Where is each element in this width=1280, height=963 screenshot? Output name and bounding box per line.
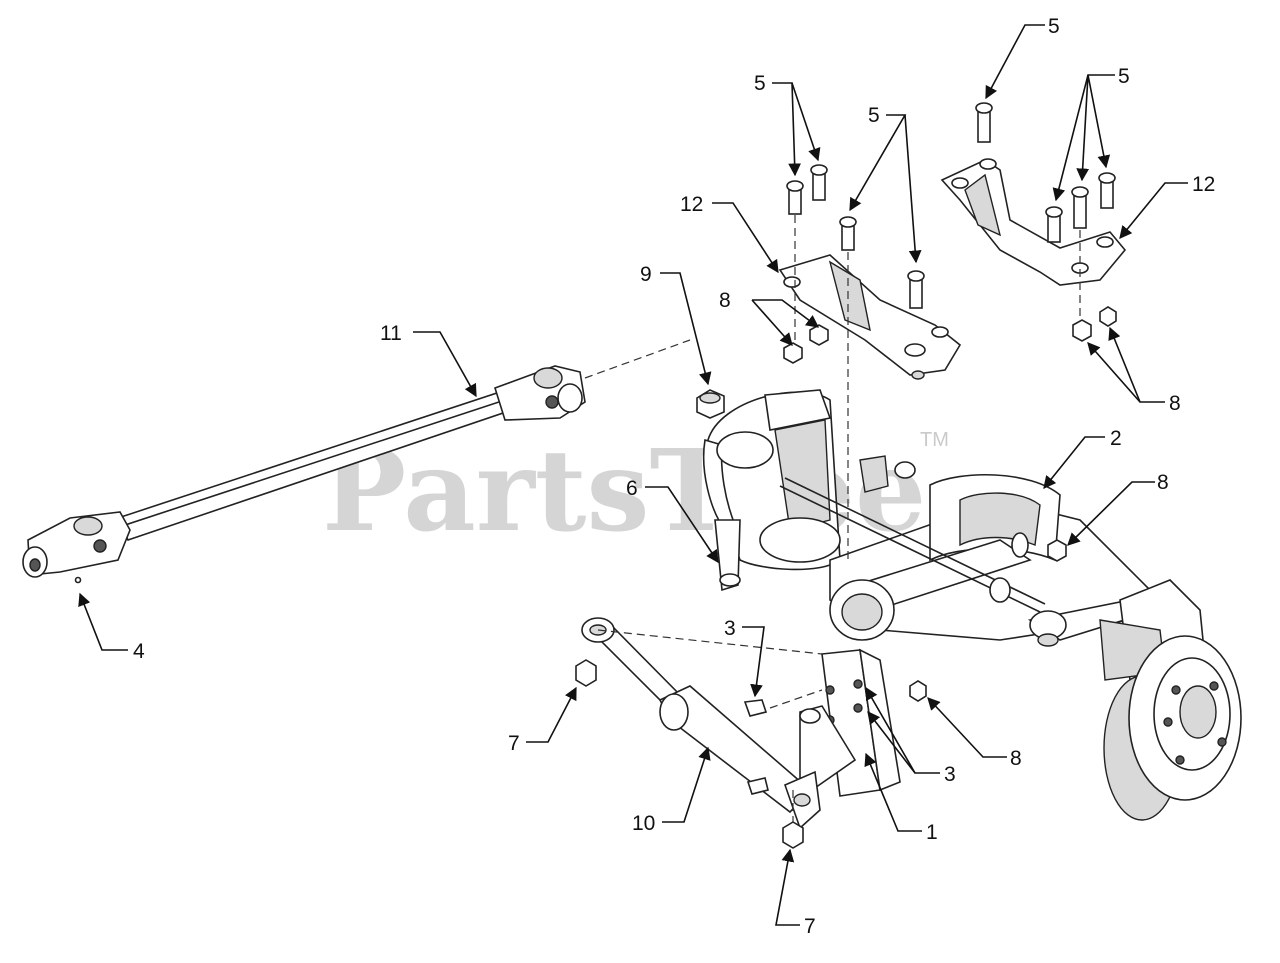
bolt [975,102,993,143]
steering-arm [799,705,857,792]
bolt [1071,186,1089,229]
upper-u-joint [494,365,586,421]
upper-bracket-right [940,158,1127,286]
callout-7-left: 7 [508,732,520,755]
nuts-8 [783,306,1117,702]
callout-8-right: 8 [1169,392,1181,415]
nut-9 [696,389,725,419]
bolt [839,216,857,251]
callout-10: 10 [632,812,655,835]
callout-1: 1 [926,821,938,844]
callout-12-right: 12 [1192,173,1215,196]
bolts-3 [743,699,769,795]
callout-2: 2 [1110,427,1122,450]
wheel-hub [1099,579,1242,821]
callout-6: 6 [626,477,638,500]
pitman-arm [714,519,741,592]
callout-4: 4 [133,640,145,663]
callout-5-right: 5 [1118,65,1130,88]
tie-rod [581,617,821,830]
bolt [907,270,925,309]
nuts-7 [575,659,804,849]
steering-gear-housing [702,389,841,571]
leader-lines [78,24,1188,926]
callout-12-left: 12 [680,193,703,216]
callout-8-lower: 8 [1010,747,1022,770]
bolt [810,164,828,201]
bolt [1098,172,1116,209]
callout-9: 9 [640,263,652,286]
callout-5-middle: 5 [868,104,880,127]
callout-8-axle: 8 [1157,471,1169,494]
callout-7-bottom: 7 [804,915,816,938]
upper-bracket-left [778,254,962,380]
callout-11: 11 [380,322,402,345]
callout-3-upper: 3 [724,617,736,640]
callout-3-lower: 3 [944,763,956,786]
watermark-tm: TM [920,429,949,451]
bolt [786,180,804,215]
callout-5-top-left: 5 [754,72,766,95]
callout-labels: 11 4 9 6 12 8 5 5 5 5 12 8 2 8 3 3 8 1 7… [133,15,1215,938]
callout-5-top-right: 5 [1048,15,1060,38]
callout-8-left: 8 [719,289,731,312]
lower-u-joint [22,511,131,584]
bolts-5 [786,102,1116,309]
bolt [1045,206,1063,243]
